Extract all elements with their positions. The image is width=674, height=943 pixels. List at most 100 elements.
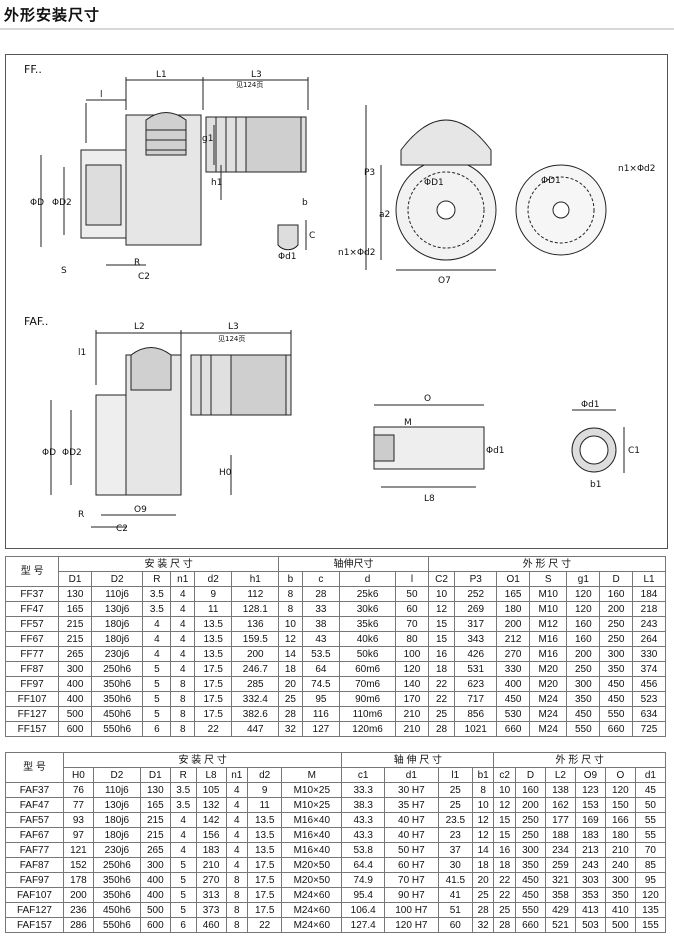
value-cell: 18 <box>471 857 495 873</box>
column-header: L1 <box>632 571 666 587</box>
column-header: D1 <box>139 767 171 783</box>
value-cell: 165 <box>58 601 92 617</box>
model-cell: FAF47 <box>5 797 64 813</box>
value-cell: 22 <box>493 887 516 903</box>
model-cell: FAF157 <box>5 917 64 933</box>
value-cell: 105 <box>195 782 227 798</box>
value-cell: 110j6 <box>90 586 144 602</box>
value-cell: 22 <box>427 691 456 707</box>
value-cell: 20 <box>471 872 495 888</box>
value-cell: 250 <box>514 827 546 843</box>
value-cell: 12 <box>493 797 516 813</box>
dim-l2: L2 <box>134 322 145 332</box>
column-header: O9 <box>574 767 606 783</box>
value-cell: 300 <box>58 661 92 677</box>
value-cell: 550 <box>566 721 601 737</box>
value-cell: 8 <box>471 782 495 798</box>
value-cell: 321 <box>544 872 576 888</box>
value-cell: 25 <box>278 691 303 707</box>
column-header: n1 <box>170 571 195 587</box>
value-cell: 300 <box>566 676 601 692</box>
value-cell: 15 <box>427 631 456 647</box>
value-cell: 4 <box>170 586 195 602</box>
value-cell: 106.4 <box>341 902 386 918</box>
column-header: L8 <box>195 767 227 783</box>
value-cell: 180j6 <box>90 616 144 632</box>
value-cell: 600 <box>139 917 171 933</box>
value-cell: 13.5 <box>193 631 233 647</box>
value-cell: 8 <box>170 691 195 707</box>
value-cell: 28 <box>493 917 516 933</box>
value-cell: 23 <box>437 827 473 843</box>
value-cell: 200 <box>496 616 531 632</box>
value-cell: 45 <box>634 782 667 798</box>
value-cell: 5 <box>142 661 172 677</box>
value-cell: 4 <box>225 797 249 813</box>
value-cell: 250 <box>514 812 546 828</box>
value-cell: 350h6 <box>92 887 141 903</box>
value-cell: 60m6 <box>339 661 397 677</box>
value-cell: 330 <box>496 661 531 677</box>
value-cell: 130j6 <box>90 601 144 617</box>
value-cell: 4 <box>142 646 172 662</box>
model-cell: FF107 <box>4 691 60 707</box>
value-cell: 13.5 <box>247 842 283 858</box>
dim-b: b <box>302 198 308 208</box>
value-cell: 250h6 <box>92 857 141 873</box>
value-cell: 160 <box>566 631 601 647</box>
value-cell: 400 <box>139 887 171 903</box>
value-cell: 85 <box>634 857 667 873</box>
model-cell: FF57 <box>4 616 60 632</box>
group-outline: 外 形 尺 寸 <box>493 752 666 768</box>
value-cell: 40 H7 <box>384 827 439 843</box>
value-cell: 500 <box>139 902 171 918</box>
value-cell: 8 <box>225 902 249 918</box>
value-cell: 252 <box>454 586 498 602</box>
value-cell: 600 <box>58 721 92 737</box>
value-cell: 23.5 <box>437 812 473 828</box>
value-cell: 25 <box>471 887 495 903</box>
value-cell: 4 <box>169 827 197 843</box>
value-cell: 100 H7 <box>384 902 439 918</box>
value-cell: 350h6 <box>92 872 141 888</box>
value-cell: 25 <box>437 782 473 798</box>
value-cell: 230j6 <box>90 646 144 662</box>
value-cell: 374 <box>632 661 666 677</box>
value-cell: 90 H7 <box>384 887 439 903</box>
value-cell: 12 <box>471 827 495 843</box>
value-cell: 3.5 <box>142 586 172 602</box>
value-cell: 330 <box>632 646 666 662</box>
value-cell: 18 <box>278 661 303 677</box>
value-cell: 120 H7 <box>384 917 439 933</box>
value-cell: 14 <box>471 842 495 858</box>
value-cell: 121 <box>62 842 94 858</box>
column-header: l1 <box>437 767 473 783</box>
column-header: l <box>395 571 429 587</box>
value-cell: 350h6 <box>90 676 144 692</box>
value-cell: 120 <box>566 601 601 617</box>
group-outline: 外 形 尺 寸 <box>427 556 667 572</box>
column-header: c2 <box>493 767 516 783</box>
value-cell: 140 <box>395 676 429 692</box>
column-header: d <box>339 571 397 587</box>
value-cell: 43 <box>301 631 341 647</box>
value-cell: 33 <box>301 601 341 617</box>
value-cell: 8 <box>170 721 195 737</box>
value-cell: 22 <box>193 721 233 737</box>
value-cell: 450h6 <box>90 706 144 722</box>
value-cell: 22 <box>247 917 283 933</box>
dim-phi-d1-rear: ΦD1 <box>541 176 561 186</box>
value-cell: 160 <box>566 616 601 632</box>
value-cell: 250h6 <box>90 661 144 677</box>
value-cell: 14 <box>278 646 303 662</box>
value-cell: 200 <box>62 887 94 903</box>
value-cell: 456 <box>632 676 666 692</box>
value-cell: 38 <box>301 616 341 632</box>
value-cell: 18 <box>427 661 456 677</box>
value-cell: 269 <box>454 601 498 617</box>
